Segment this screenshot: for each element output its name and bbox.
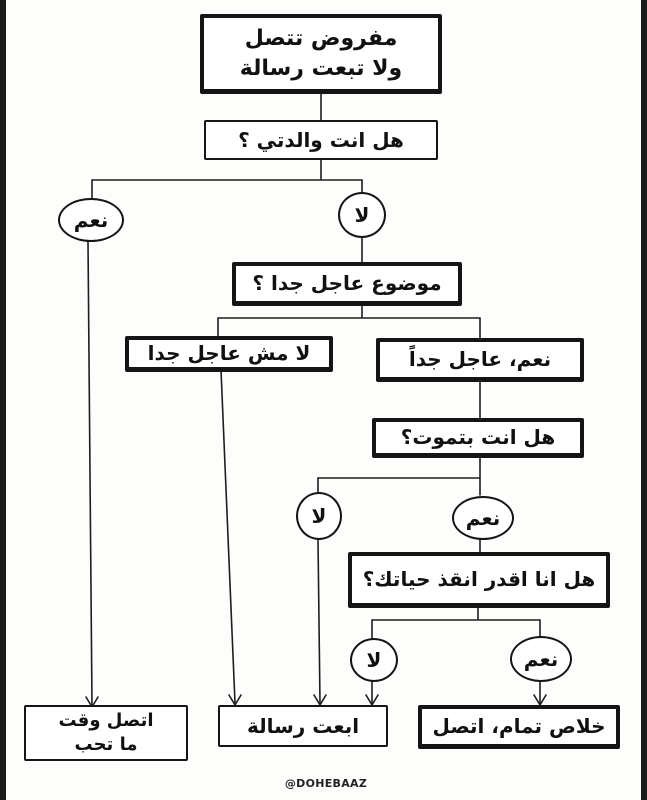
answer-dying-yes-text: نعم (465, 505, 501, 530)
question-parent-text: هل انت والدتي ؟ (238, 127, 404, 152)
answer-dying-no-text: لا (311, 503, 327, 528)
question-save-text: هل انا اقدر انقذ حياتك؟ (362, 567, 596, 591)
end-text-box: ابعت رسالة (218, 705, 388, 747)
answer-dying-no: لا (296, 492, 342, 540)
answer-not-urgent-box: لا مش عاجل جدا (125, 336, 333, 372)
answer-parent-yes-text: نعم (73, 207, 109, 232)
answer-parent-yes: نعم (58, 198, 124, 242)
question-urgent-text: موضوع عاجل جدا ؟ (252, 271, 442, 295)
connector-save-split (371, 607, 541, 621)
answer-urgent-box: نعم، عاجل جداً (376, 338, 584, 382)
connector-not-urgent-to-text (220, 369, 236, 704)
start-line-2: ولا تبعت رسالة (239, 55, 403, 81)
start-box-text: مفروض تتصل ولا تبعت رسالة (240, 24, 403, 83)
end-call-anytime-text: اتصل وقت ما تحب (58, 709, 153, 758)
answer-urgent-text: نعم، عاجل جداً (408, 347, 552, 371)
start-line-1: مفروض تتصل (244, 25, 398, 51)
answer-save-yes-text: نعم (523, 646, 559, 671)
answer-save-yes: نعم (510, 636, 572, 682)
end-text-label: ابعت رسالة (246, 713, 360, 738)
connector-urgent-split (217, 304, 481, 319)
connector-dying-split (317, 457, 481, 479)
question-dying-box: هل انت بتموت؟ (372, 418, 584, 458)
start-box: مفروض تتصل ولا تبعت رسالة (200, 14, 442, 94)
connector-parent-split (91, 159, 363, 181)
answer-parent-no: لا (338, 192, 386, 238)
connector-yes-parent-to-call (87, 241, 93, 706)
answer-save-no: لا (350, 638, 398, 682)
answer-dying-yes: نعم (452, 496, 514, 540)
end-call-ok-label: خلاص تمام، اتصل (432, 714, 606, 738)
connector-dying-no-to-text (317, 539, 321, 704)
question-save-box: هل انا اقدر انقذ حياتك؟ (348, 552, 610, 608)
question-urgent-box: موضوع عاجل جدا ؟ (232, 262, 462, 306)
end-call-anytime-box: اتصل وقت ما تحب (24, 705, 188, 761)
answer-save-no-text: لا (366, 647, 382, 672)
end-call-anytime-line-1: اتصل وقت (58, 709, 154, 731)
answer-not-urgent-text: لا مش عاجل جدا (147, 341, 311, 365)
question-dying-text: هل انت بتموت؟ (400, 425, 556, 449)
author-credit: @DOHEBAAZ (284, 777, 368, 790)
question-parent-box: هل انت والدتي ؟ (204, 120, 438, 160)
end-call-ok-box: خلاص تمام، اتصل (418, 705, 620, 749)
answer-parent-no-text: لا (354, 202, 370, 227)
end-call-anytime-line-2: ما تحب (74, 734, 138, 755)
